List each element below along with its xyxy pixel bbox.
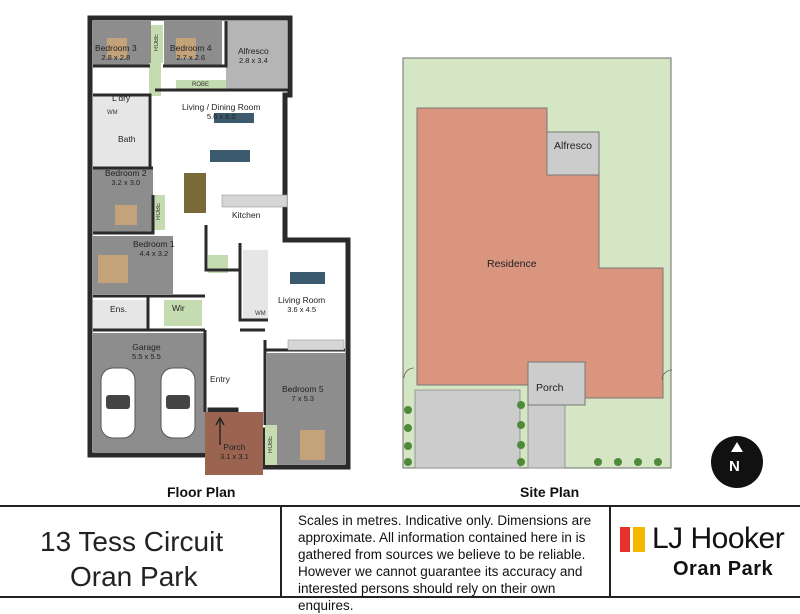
bedroom3-dims: 2.8 x 2.8	[101, 52, 131, 62]
wir-label: Wir	[172, 303, 185, 313]
laundry-label: L'dry	[112, 93, 131, 103]
porch-dims: 3.1 x 3.1	[220, 451, 249, 461]
alfresco-name: Alfresco	[238, 46, 269, 56]
bedroom1-dims: 4.4 x 3.2	[139, 248, 169, 258]
bedroom3-label: Bedroom 3 2.8 x 2.8	[95, 43, 137, 62]
bedroom4-label: Bedroom 4 2.7 x 2.6	[170, 43, 212, 62]
site-alfresco-label: Alfresco	[554, 140, 592, 152]
brand-logo-mark	[620, 527, 645, 552]
bedroom4-dims: 2.7 x 2.6	[176, 52, 206, 62]
floor-plan	[87, 15, 351, 475]
wm-label-laundry: WM	[107, 110, 118, 116]
site-residence-label: Residence	[487, 258, 537, 270]
footer-divider-bottom	[0, 596, 800, 598]
entry-label: Entry	[210, 374, 230, 384]
garage-name: Garage	[132, 342, 161, 352]
living-room-dims: 3.6 x 4.5	[287, 304, 317, 314]
robe-label-bed2: ROBE	[156, 203, 162, 221]
bedroom2-label: Bedroom 2 3.2 x 3.0	[105, 168, 147, 187]
footer-separator-1	[280, 505, 282, 597]
alfresco-dims: 2.8 x 3.4	[238, 55, 268, 65]
bedroom1-name: Bedroom 1	[133, 239, 175, 249]
footer-separator-2	[609, 505, 611, 597]
compass-n: N	[729, 458, 740, 475]
brand-office: Oran Park	[673, 558, 774, 580]
alfresco-label: Alfresco 2.8 x 3.4	[238, 46, 269, 65]
porch-name: Porch	[223, 442, 246, 452]
wm-label-living: WM	[255, 311, 266, 317]
robe-label-bed3: ROBE	[154, 34, 160, 52]
bedroom4-name: Bedroom 4	[170, 43, 212, 53]
robe-label-bed4: ROBE	[192, 82, 210, 88]
bedroom5-dims: 7 x 5.3	[291, 393, 315, 403]
bedroom1-label: Bedroom 1 4.4 x 3.2	[133, 239, 175, 258]
robe-label-bed5: ROBE	[268, 436, 274, 454]
living-room-name: Living Room	[278, 295, 326, 305]
kitchen-label: Kitchen	[232, 210, 261, 220]
bedroom2-dims: 3.2 x 3.0	[111, 177, 141, 187]
site-porch-label: Porch	[536, 382, 564, 394]
living-dining-name: Living / Dining Room	[182, 102, 261, 112]
living-room-label: Living Room 3.6 x 4.5	[278, 295, 326, 314]
site-plan-caption: Site Plan	[520, 484, 580, 500]
brand-name: LJ Hooker	[652, 522, 785, 555]
bath-label: Bath	[118, 134, 136, 144]
site-plan	[402, 57, 763, 488]
disclaimer-text: Scales in metres. Indicative only. Dimen…	[298, 513, 592, 613]
garage-dims: 5.5 x 5.5	[132, 351, 161, 361]
bedroom5-name: Bedroom 5	[282, 384, 324, 394]
living-dining-dims: 5.6 x 6.0	[206, 111, 236, 121]
floor-plan-caption: Floor Plan	[167, 484, 236, 500]
ensuite-label: Ens.	[110, 304, 128, 314]
living-dining-label: Living / Dining Room 5.6 x 6.0	[182, 102, 261, 121]
porch-floor-label: Porch 3.1 x 3.1	[220, 442, 249, 461]
bedroom2-name: Bedroom 2	[105, 168, 147, 178]
footer-divider-top	[0, 505, 800, 507]
address-line1: 13 Tess Circuit	[40, 526, 224, 557]
bedroom5-label: Bedroom 5 7 x 5.3	[282, 384, 324, 403]
garage-label: Garage 5.5 x 5.5	[132, 342, 161, 361]
address-line2: Oran Park	[70, 561, 198, 592]
bedroom3-name: Bedroom 3	[95, 43, 137, 53]
